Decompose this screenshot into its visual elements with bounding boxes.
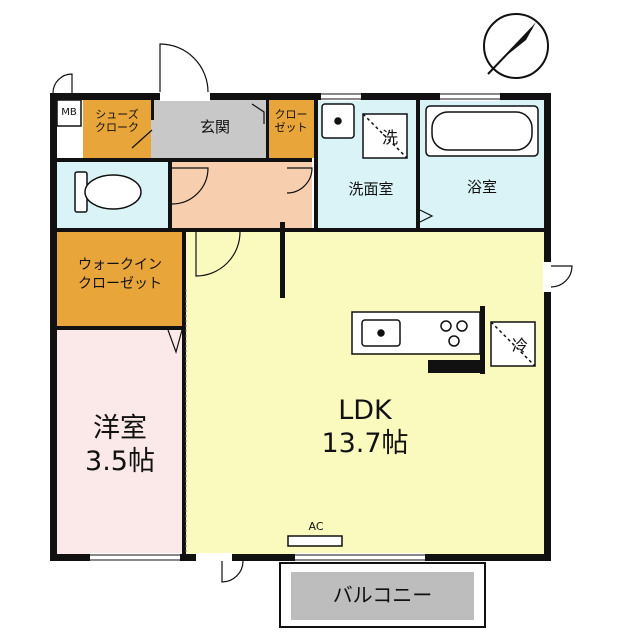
fridge-space (490, 321, 536, 367)
walk-in-closet-label: ウォークイン クローゼット (78, 257, 162, 292)
kitchen-counter (351, 311, 481, 355)
hall-area (172, 162, 312, 228)
wash-basin-icon (321, 103, 355, 139)
western-room-area (57, 330, 182, 554)
ac-unit (287, 535, 343, 547)
fridge-mark: 冷 (511, 336, 528, 355)
counter-edge (428, 360, 482, 373)
mb-label: MB (61, 107, 77, 118)
interior-walls (57, 100, 544, 554)
closet-area (266, 100, 314, 158)
north-arrow-icon (483, 13, 549, 79)
toilet-icon (74, 171, 142, 213)
ldk-label: LDK 13.7帖 (321, 395, 409, 459)
ac-label: AC (308, 520, 324, 533)
washer-space (362, 113, 408, 159)
genkan-label: 玄関 (199, 118, 230, 136)
ldk-area (186, 232, 544, 554)
balcony-label: バルコニー (332, 583, 433, 607)
washroom-label: 洗面室 (348, 180, 394, 198)
door-swings (52, 43, 573, 583)
washer-mark: 洗 (381, 128, 398, 147)
shoes-cloak-area (83, 100, 151, 158)
genkan-area (151, 100, 266, 158)
bath-label: 浴室 (466, 178, 497, 196)
walk-in-closet-area (57, 232, 182, 326)
shoes-cloak-label: シューズ クローク (95, 108, 139, 134)
western-room-label: 洋室 3.5帖 (85, 413, 155, 477)
closet-label: クロー ゼット (274, 108, 308, 134)
bathtub-icon (425, 105, 539, 157)
